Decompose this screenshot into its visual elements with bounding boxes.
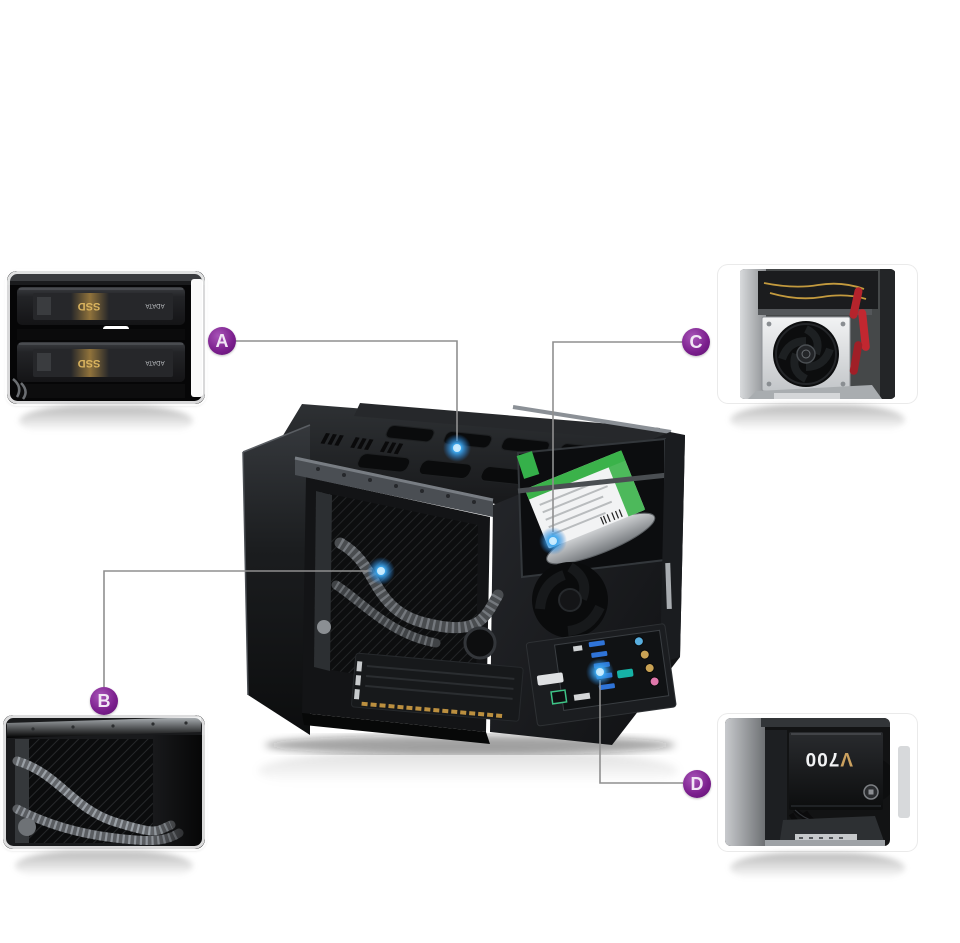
inset-photo-v700-psu: V700 xyxy=(718,714,917,883)
case-reflection xyxy=(258,750,678,792)
gpu-edge-connector xyxy=(361,701,504,719)
ssd-brand-text: ADATA xyxy=(145,359,164,365)
teal-port xyxy=(616,668,634,679)
inset-reflection xyxy=(15,851,193,881)
case-top-edge xyxy=(7,271,205,281)
psu-model-text: V700 xyxy=(805,748,853,769)
graphics-card xyxy=(351,652,524,722)
case-fan xyxy=(532,562,608,638)
psu-fan-photo xyxy=(739,269,896,399)
ssd-drive-lower: SSD ADATA xyxy=(17,342,185,382)
inset-reflection xyxy=(729,405,906,435)
psu-unit xyxy=(761,316,851,392)
lan-port xyxy=(550,689,568,705)
white-frame-bar xyxy=(191,279,203,397)
radiator-photo xyxy=(3,715,205,849)
ssd-brand-text: ADATA xyxy=(145,302,164,308)
inset-photo-ssd-bays: SSD ADATA SSD ADATA xyxy=(7,271,205,436)
inset-reflection xyxy=(729,853,906,883)
hdmi-port xyxy=(573,692,591,701)
inset-reflection xyxy=(18,406,194,436)
rail-rivets xyxy=(316,467,476,504)
callout-badge-c: C xyxy=(682,328,710,356)
inset-photo-radiator xyxy=(3,715,205,881)
fitting xyxy=(317,620,331,634)
pump-block xyxy=(463,626,497,660)
callout-badge-b: B xyxy=(90,687,118,715)
expansion-slot xyxy=(665,562,672,610)
case-wall-left xyxy=(725,718,765,846)
inset-photo-psu-fan xyxy=(718,265,917,435)
case-rail xyxy=(7,717,201,738)
front-rail xyxy=(295,457,493,517)
red-cables xyxy=(849,287,870,375)
hdd-green-clamp xyxy=(516,451,540,479)
fan-hub xyxy=(796,344,816,364)
ssd-drive-upper: SSD ADATA xyxy=(17,287,185,325)
ssd-bays-photo: SSD ADATA SSD ADATA xyxy=(7,271,205,404)
callout-badge-d: D xyxy=(683,770,711,798)
callout-badge-a: A xyxy=(208,327,236,355)
frame-side-tab xyxy=(898,746,910,818)
ssd-label-text: SSD xyxy=(78,300,101,312)
dvi-port xyxy=(536,672,564,686)
psu-unit-v700: V700 xyxy=(789,732,883,810)
v700-psu-photo: V700 xyxy=(725,718,890,846)
ssd-label-text: SSD xyxy=(78,357,101,369)
main-case-photo xyxy=(240,395,692,755)
tube-fitting xyxy=(18,818,36,836)
radiator-column xyxy=(765,730,787,840)
tube-corrugation-hint xyxy=(12,378,27,400)
